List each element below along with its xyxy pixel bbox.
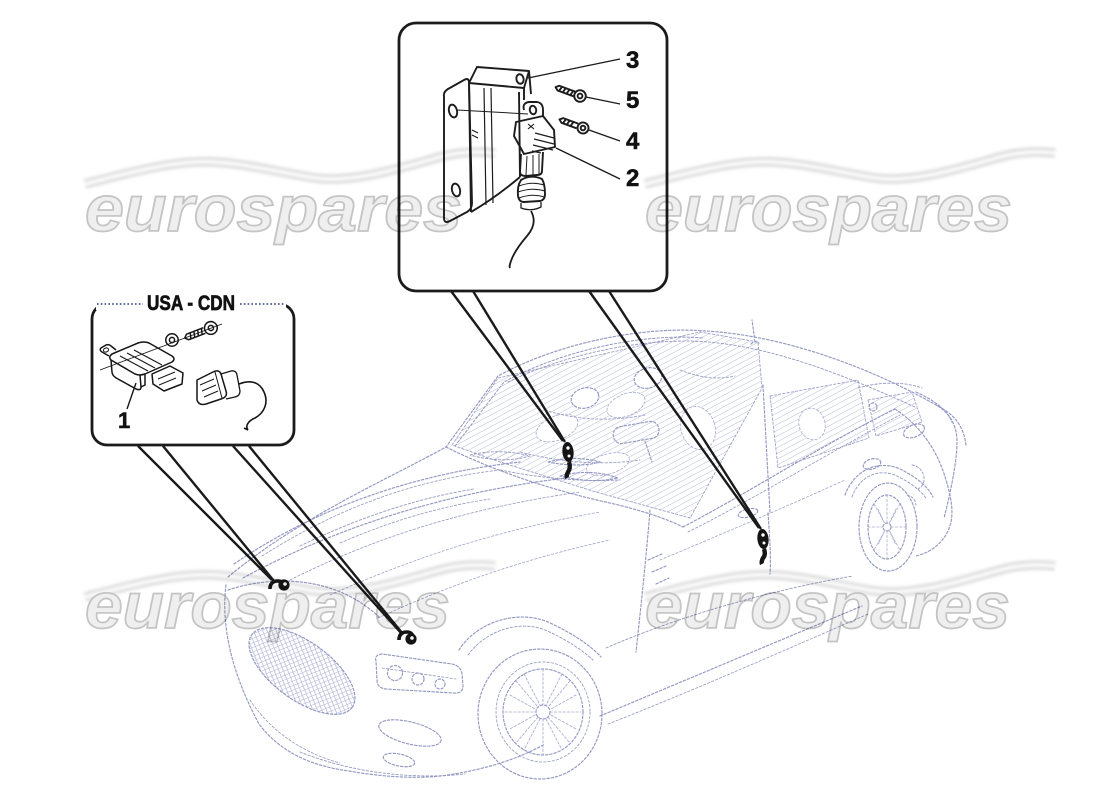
svg-text:eurospares: eurospares xyxy=(645,569,1010,642)
svg-text:eurospares: eurospares xyxy=(85,172,462,245)
svg-text:USA - CDN: USA - CDN xyxy=(147,292,235,315)
svg-text:5: 5 xyxy=(626,87,639,114)
svg-text:1: 1 xyxy=(118,408,130,433)
svg-text:eurospares: eurospares xyxy=(85,569,450,642)
svg-text:4: 4 xyxy=(626,128,640,155)
svg-text:3: 3 xyxy=(626,47,639,74)
svg-text:2: 2 xyxy=(626,165,639,192)
svg-text:eurospares: eurospares xyxy=(645,172,1012,245)
